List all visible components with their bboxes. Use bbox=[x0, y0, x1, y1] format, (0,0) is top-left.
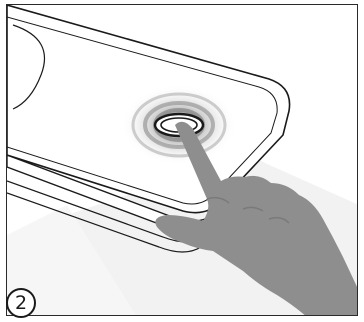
device-touch-illustration bbox=[7, 5, 358, 316]
step-number-badge: 2 bbox=[6, 288, 36, 318]
illustration-frame bbox=[6, 4, 358, 316]
